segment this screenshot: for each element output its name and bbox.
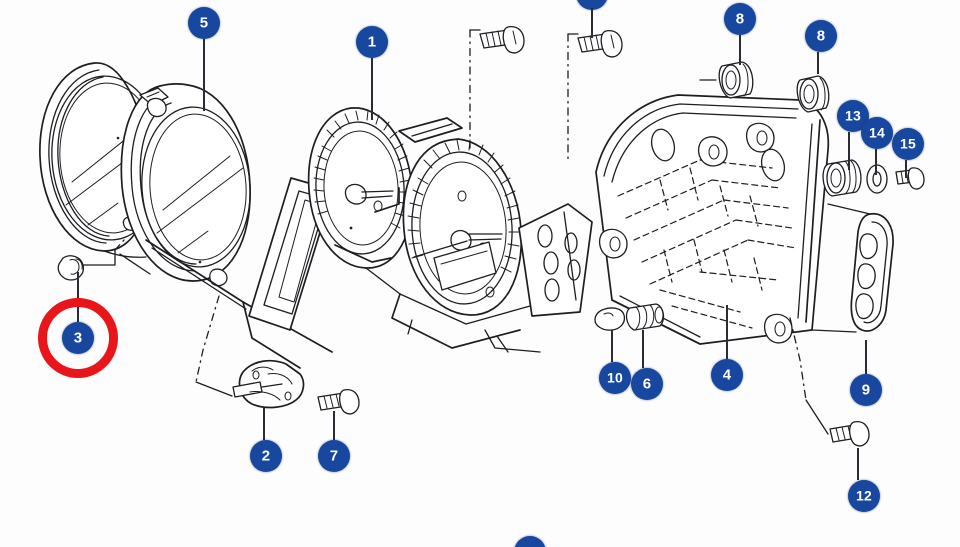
callout-bottom-partial[interactable] [514,536,546,547]
callout-marker-4-12[interactable]: 4 [711,359,743,391]
callout-top-partial[interactable] [576,0,608,10]
bushing-10 [594,307,626,331]
callout-marker-12-14[interactable]: 12 [848,480,880,512]
callout-leader-8 [739,35,741,65]
callout-label: 12 [856,487,872,504]
callout-label: 10 [607,369,623,386]
callout-leader-14 [875,149,877,175]
callout-marker-14-5[interactable]: 14 [861,117,893,149]
callout-leader-6 [642,330,644,368]
screw-top-left [479,26,525,54]
callout-marker-8-2[interactable]: 8 [724,3,756,35]
screw-top-middle [577,30,623,58]
callout-label: 6 [642,375,652,392]
callout-leader-15 [905,160,907,178]
gauge-tachometer [307,107,413,269]
bushing-6 [625,303,665,331]
screw-12 [789,317,870,447]
callout-leader-1 [371,58,373,120]
callout-marker-1-1[interactable]: 1 [356,26,388,58]
callout-leader-8 [817,52,819,74]
callout-label: 4 [722,366,732,383]
callout-marker-6-11[interactable]: 6 [631,368,663,400]
callout-label: 8 [816,27,826,44]
callout-leader-5 [203,39,205,111]
callout-label: 9 [861,381,871,398]
screw-7 [317,389,360,415]
screw-15 [895,167,925,190]
callout-marker-2-8[interactable]: 2 [250,440,282,472]
callout-marker-8-3[interactable]: 8 [805,20,837,52]
callout-leader-4 [726,305,728,359]
callout-label: 1 [367,33,377,50]
grommet-8-left [699,61,754,99]
bracket-2 [232,359,305,409]
callout-leader-3 [77,272,79,322]
lens-bezel-right [120,83,251,287]
callout-label: 2 [261,447,271,464]
callout-leader-12 [857,448,859,480]
callout-marker-9-13[interactable]: 9 [850,374,882,406]
callout-marker-3-7[interactable]: 3 [62,322,94,354]
callout-marker-10-10[interactable]: 10 [599,362,631,394]
callout-leader-13 [848,132,850,170]
gauge-speedometer [402,138,523,316]
callout-label: 7 [329,447,339,464]
callout-top-partial-leader [591,8,593,38]
callout-marker-7-9[interactable]: 7 [318,440,350,472]
rear-housing [595,94,894,345]
grommet-8-right [796,75,830,113]
callout-marker-15-6[interactable]: 15 [892,128,924,160]
callout-leader-10 [611,330,613,362]
callout-label: 5 [199,14,209,31]
cluster-carrier-plate [334,117,593,353]
cluster-frame [119,239,333,369]
callout-label: 8 [735,10,745,27]
callout-marker-5-0[interactable]: 5 [188,7,220,39]
callout-leader-2 [263,408,265,440]
callout-label: 14 [869,124,885,141]
callout-leader-7 [333,411,335,440]
washer-14 [866,164,888,194]
callout-label: 15 [900,135,916,152]
bushing-13 [822,159,862,197]
callout-leader-9 [865,340,867,374]
callout-label: 3 [73,329,83,346]
callout-label: 13 [845,107,861,124]
